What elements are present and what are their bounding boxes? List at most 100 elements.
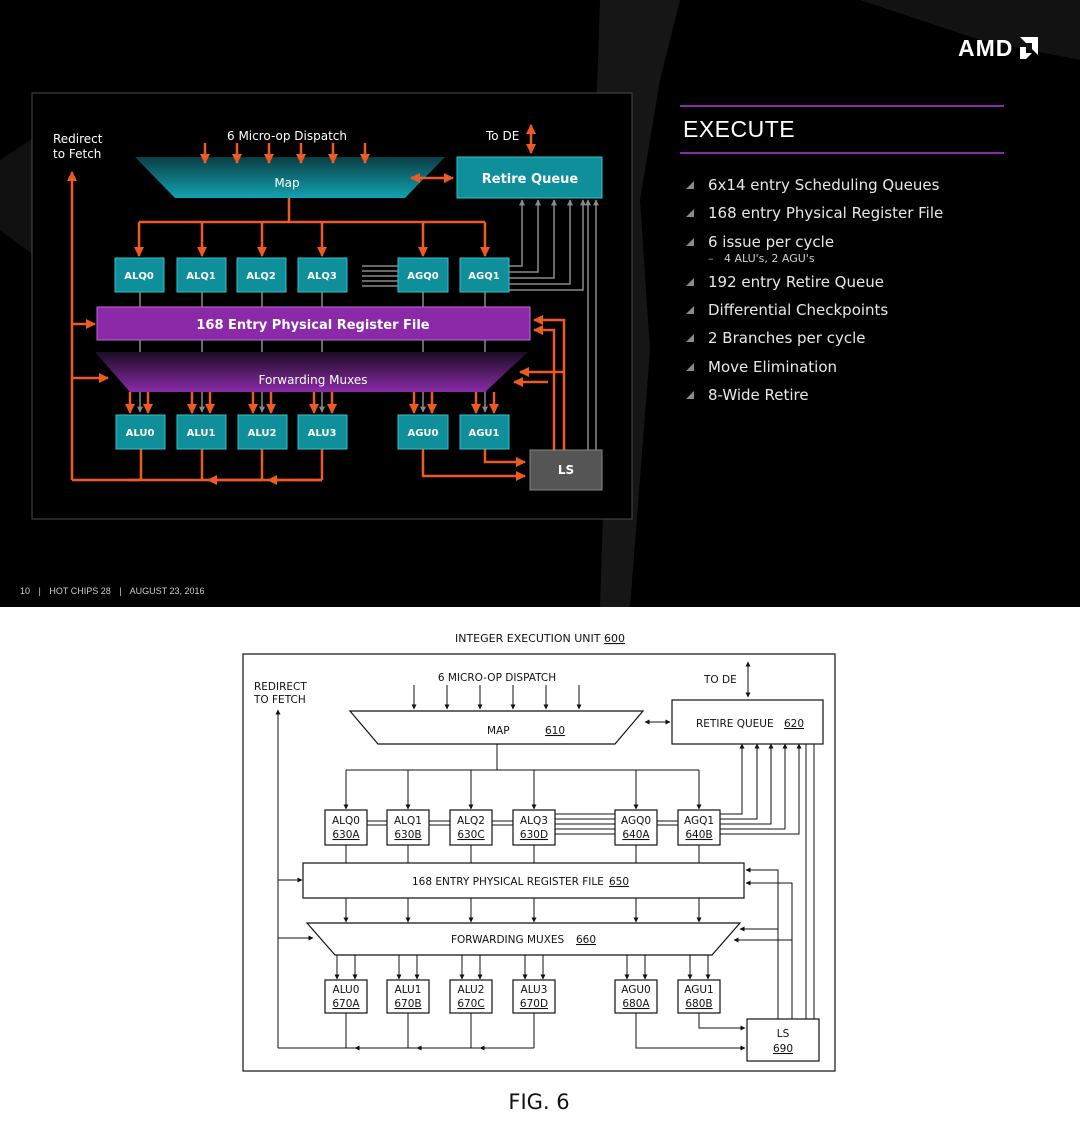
triangle-bullet-icon <box>686 334 694 343</box>
ls-label: LS <box>558 463 574 477</box>
patent-unit-boxes <box>324 979 721 1014</box>
title-rule-bottom <box>680 152 1004 154</box>
patent-figure: INTEGER EXECUTION UNIT 600 <box>0 607 1080 1125</box>
bullet-text: 192 entry Retire Queue <box>708 272 884 291</box>
dispatch-label: 6 Micro-op Dispatch <box>227 129 347 143</box>
triangle-bullet-icon <box>686 209 694 218</box>
patent-register-ref: 650 <box>609 876 629 888</box>
patent-u1-name: ALU1 <box>395 984 422 996</box>
patent-dispatch: 6 MICRO-OP DISPATCH <box>438 672 556 684</box>
bullet-item: 192 entry Retire Queue <box>686 272 943 300</box>
alu2-label: ALU2 <box>248 428 277 439</box>
patent-q4-ref: 640A <box>622 829 650 841</box>
register-file-block <box>96 306 531 341</box>
bullet-item: 8-Wide Retire <box>686 385 943 413</box>
patent-u3-name: ALU3 <box>521 984 548 996</box>
register-file-label: 168 Entry Physical Register File <box>196 318 429 333</box>
patent-u0-ref: 670A <box>332 998 360 1010</box>
alq1-label: ALQ1 <box>186 271 216 282</box>
patent-q3-name: ALQ3 <box>520 815 548 827</box>
patent-map-ref: 610 <box>545 725 565 737</box>
bullet-sub-item: –4 ALU's, 2 AGU's <box>686 252 943 272</box>
patent-ls-label: LS <box>777 1028 790 1040</box>
alu1-label: ALU1 <box>187 428 216 439</box>
patent-redirect-2: TO FETCH <box>253 694 306 706</box>
patent-redirect-1: REDIRECT <box>254 681 307 693</box>
footer-event: HOT CHIPS 28 <box>49 586 111 596</box>
patent-retire-ref: 620 <box>784 718 804 730</box>
footer-date: AUGUST 23, 2016 <box>129 586 205 596</box>
patent-q5-ref: 640B <box>685 829 712 841</box>
patent-map-label: MAP <box>487 725 510 737</box>
amd-arrow-icon <box>1020 37 1039 59</box>
alq2-label: ALQ2 <box>246 271 276 282</box>
bullet-text: Move Elimination <box>708 357 838 376</box>
alu-row: ALU0 ALU1 ALU2 ALU3 <box>115 414 348 450</box>
bullet-text: 8-Wide Retire <box>708 386 809 405</box>
slide-footer: 10 | HOT CHIPS 28 | AUGUST 23, 2016 <box>20 586 205 596</box>
patent-queue-boxes <box>324 809 721 846</box>
patent-q3-ref: 630D <box>520 829 548 841</box>
map-label: Map <box>274 176 299 190</box>
bullet-item: Differential Checkpoints <box>686 300 943 328</box>
amd-logo: AMD <box>958 34 1039 61</box>
alu0-label: ALU0 <box>126 428 155 439</box>
ls-block <box>529 449 603 491</box>
patent-q0-ref: 630A <box>332 829 360 841</box>
agu-row: AGU0 AGU1 <box>397 414 510 450</box>
footer-sep-1: | <box>38 586 41 596</box>
bullet-item: 168 entry Physical Register File <box>686 203 943 231</box>
patent-fig-label: FIG. 6 <box>508 1090 569 1114</box>
patent-q2-ref: 630C <box>457 829 484 841</box>
agu1-label: AGU1 <box>468 428 499 439</box>
patent-caption: INTEGER EXECUTION UNIT 600 <box>455 632 625 645</box>
patent-u1-ref: 670B <box>394 998 421 1010</box>
patent-u0-name: ALU0 <box>333 984 360 996</box>
alq3-label: ALQ3 <box>307 271 337 282</box>
patent-ls-ref: 690 <box>773 1043 793 1055</box>
dash-icon: – <box>708 251 714 265</box>
bullet-item: 6 issue per cycle <box>686 232 943 260</box>
forwarding-muxes-block <box>95 352 528 392</box>
slide-diagram: Map 168 Entry Physical Register File For… <box>31 92 633 520</box>
patent-connections <box>275 661 815 1051</box>
amd-logo-text: AMD <box>958 34 1014 61</box>
triangle-bullet-icon <box>686 306 694 315</box>
agq0-label: AGQ0 <box>407 271 438 282</box>
patent-register-file-block <box>302 862 745 899</box>
bullet-item: 6x14 entry Scheduling Queues <box>686 175 943 203</box>
patent-q5-name: AGQ1 <box>684 815 714 827</box>
retire-queue-block <box>456 156 603 199</box>
title-rule-top <box>680 105 1004 107</box>
patent-u5-name: AGU1 <box>684 984 714 996</box>
triangle-bullet-icon <box>686 362 694 371</box>
agq1-label: AGQ1 <box>468 271 499 282</box>
patent-retire-label: RETIRE QUEUE <box>696 718 774 730</box>
forwarding-muxes-label: Forwarding Muxes <box>259 373 368 387</box>
redirect-label-1: Redirect <box>53 132 103 146</box>
patent-forwarding-ref: 660 <box>576 934 596 946</box>
patent-q1-name: ALQ1 <box>394 815 422 827</box>
alq0-label: ALQ0 <box>124 271 154 282</box>
patent-u2-name: ALU2 <box>458 984 485 996</box>
footer-sep-2: | <box>119 586 122 596</box>
patent-forwarding-block <box>305 922 742 956</box>
bullet-item: Move Elimination <box>686 357 943 385</box>
alq-row: ALQ0 ALQ1 ALQ2 ALQ3 <box>114 257 348 293</box>
retire-queue-label: Retire Queue <box>482 172 579 187</box>
patent-u2-ref: 670C <box>457 998 484 1010</box>
agu0-label: AGU0 <box>407 428 438 439</box>
bullet-text: 6 issue per cycle <box>708 232 835 251</box>
bullet-text: Differential Checkpoints <box>708 301 889 320</box>
slide-title: EXECUTE <box>683 116 796 142</box>
patent-u5-ref: 680B <box>685 998 712 1010</box>
triangle-bullet-icon <box>686 277 694 286</box>
patent-ls-block <box>746 1018 820 1062</box>
patent-retire-queue-block <box>671 699 824 745</box>
triangle-bullet-icon <box>686 181 694 189</box>
patent-map-block <box>348 710 645 745</box>
patent-q1-ref: 630B <box>394 829 421 841</box>
redirect-label-2: to Fetch <box>53 147 101 161</box>
patent-to-de: TO DE <box>703 674 737 686</box>
